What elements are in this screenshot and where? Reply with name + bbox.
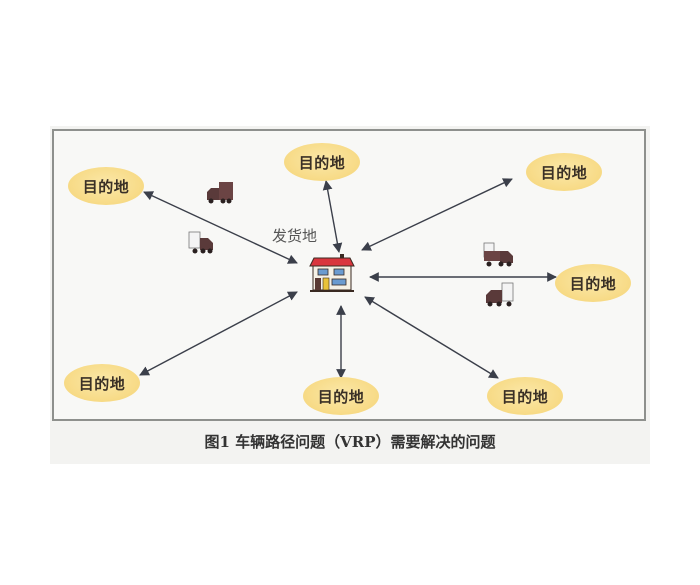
route-bottom-left — [139, 291, 298, 376]
destination-node-right: 目的地 — [555, 264, 631, 302]
origin-label: 发货地 — [272, 227, 318, 245]
house-icon — [309, 254, 355, 292]
destination-node-top-center: 目的地 — [284, 143, 360, 181]
destination-node-bottom-center: 目的地 — [303, 377, 379, 415]
route-bottom-right — [364, 296, 499, 379]
truck-icon — [483, 242, 513, 267]
truck-icon — [486, 282, 514, 307]
destination-node-top-right: 目的地 — [526, 153, 602, 191]
destination-node-top-left: 目的地 — [68, 167, 144, 205]
truck-icon — [188, 231, 213, 254]
destination-node-bottom-right: 目的地 — [487, 377, 563, 415]
route-top-right — [361, 178, 513, 251]
destination-node-bottom-left: 目的地 — [64, 364, 140, 402]
route-top-left — [143, 191, 298, 264]
figure-caption: 图1 车辆路径问题（VRP）需要解决的问题 — [204, 433, 496, 451]
truck-icon — [207, 182, 233, 204]
route-top-center — [322, 180, 343, 253]
